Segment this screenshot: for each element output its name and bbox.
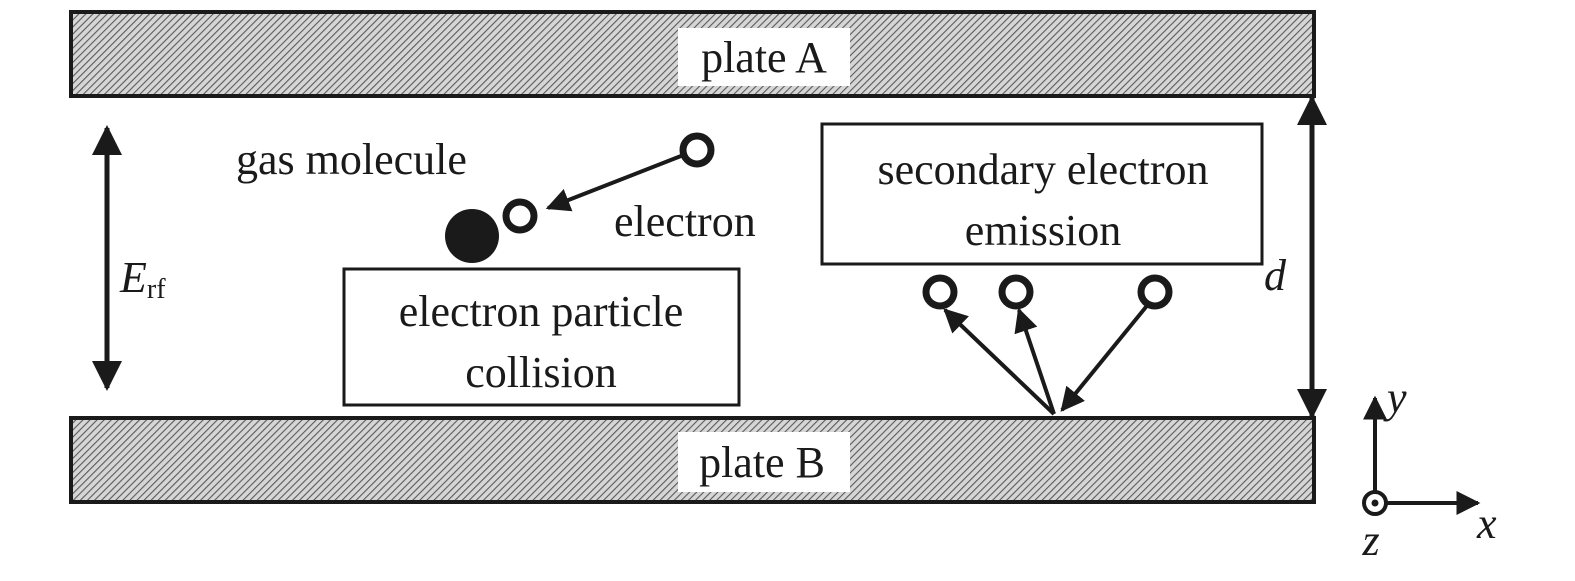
emission-label-line2: emission xyxy=(965,206,1121,255)
plate-a: plate A xyxy=(69,10,1316,98)
incident-electron xyxy=(1137,274,1173,310)
y-axis-label: y xyxy=(1383,373,1407,422)
colliding-electron xyxy=(502,198,538,234)
plate-b-label: plate B xyxy=(699,438,825,487)
emission-box: secondary electron emission xyxy=(820,122,1264,266)
secondary-electron-2 xyxy=(998,274,1034,310)
gas-molecule-label: gas molecule xyxy=(236,135,467,184)
plate-a-label: plate A xyxy=(701,33,827,82)
emission-label-line1: secondary electron xyxy=(877,145,1208,194)
secondary-electron-1 xyxy=(922,274,958,310)
incident-electron-arrow xyxy=(1060,300,1152,412)
gap-label: d xyxy=(1264,251,1287,300)
coordinate-axes: y x z xyxy=(1361,373,1497,565)
z-axis-label: z xyxy=(1361,516,1379,565)
z-axis-dot xyxy=(1371,499,1379,507)
rf-field-subscript: rf xyxy=(147,274,166,305)
electron-label: electron xyxy=(614,197,756,246)
collision-label-line1: electron particle xyxy=(399,287,684,336)
rf-field-label: Erf xyxy=(119,253,166,305)
plate-b: plate B xyxy=(69,416,1316,504)
emission-arrow-left xyxy=(943,308,1056,416)
x-axis-label: x xyxy=(1476,499,1497,548)
rf-field-symbol: E xyxy=(119,253,147,302)
gas-molecule xyxy=(445,209,499,263)
electron-trajectory-arrow xyxy=(545,154,682,212)
emission-arrow-middle xyxy=(1014,307,1056,415)
secondary-electrons xyxy=(922,274,1173,416)
collision-box: electron particle collision xyxy=(342,267,741,407)
incoming-electron xyxy=(679,132,715,168)
collision-label-line2: collision xyxy=(465,348,617,397)
